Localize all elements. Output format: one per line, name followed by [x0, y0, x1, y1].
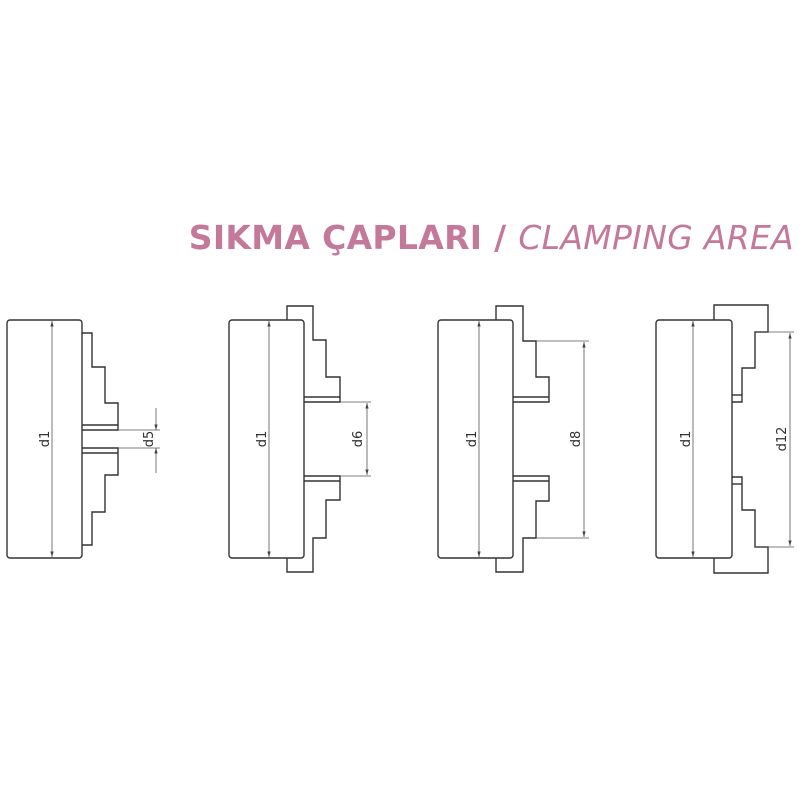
- label-d1: d1: [255, 431, 270, 448]
- label-d1: d1: [679, 431, 694, 448]
- chuck-diagram-d5: d1 d5: [6, 319, 160, 559]
- section-title: SIKMA ÇAPLARI / CLAMPING AREA: [189, 218, 794, 257]
- jaw-top: [286, 305, 341, 403]
- label-d12: d12: [775, 427, 790, 452]
- chuck-body: [6, 319, 83, 559]
- label-d8: d8: [569, 431, 584, 448]
- chuck-diagram-d6: d1 d6: [228, 305, 371, 573]
- label-d1: d1: [465, 431, 480, 448]
- chuck-body: [655, 319, 733, 559]
- chuck-diagram-d12: d1 d12: [655, 304, 794, 574]
- chuck-body: [228, 319, 305, 559]
- label-d5: d5: [142, 431, 157, 448]
- jaw-bottom: [286, 475, 341, 573]
- title-separator: /: [482, 218, 519, 257]
- chuck-body: [437, 319, 514, 559]
- title-english: CLAMPING AREA: [518, 218, 794, 257]
- label-d1: d1: [38, 431, 53, 448]
- label-d6: d6: [351, 431, 366, 448]
- title-turkish: SIKMA ÇAPLARI: [188, 218, 483, 257]
- chuck-diagram-d8: d1 d8: [437, 305, 589, 573]
- jaw-top: [82, 332, 119, 431]
- jaw-bottom: [82, 447, 119, 546]
